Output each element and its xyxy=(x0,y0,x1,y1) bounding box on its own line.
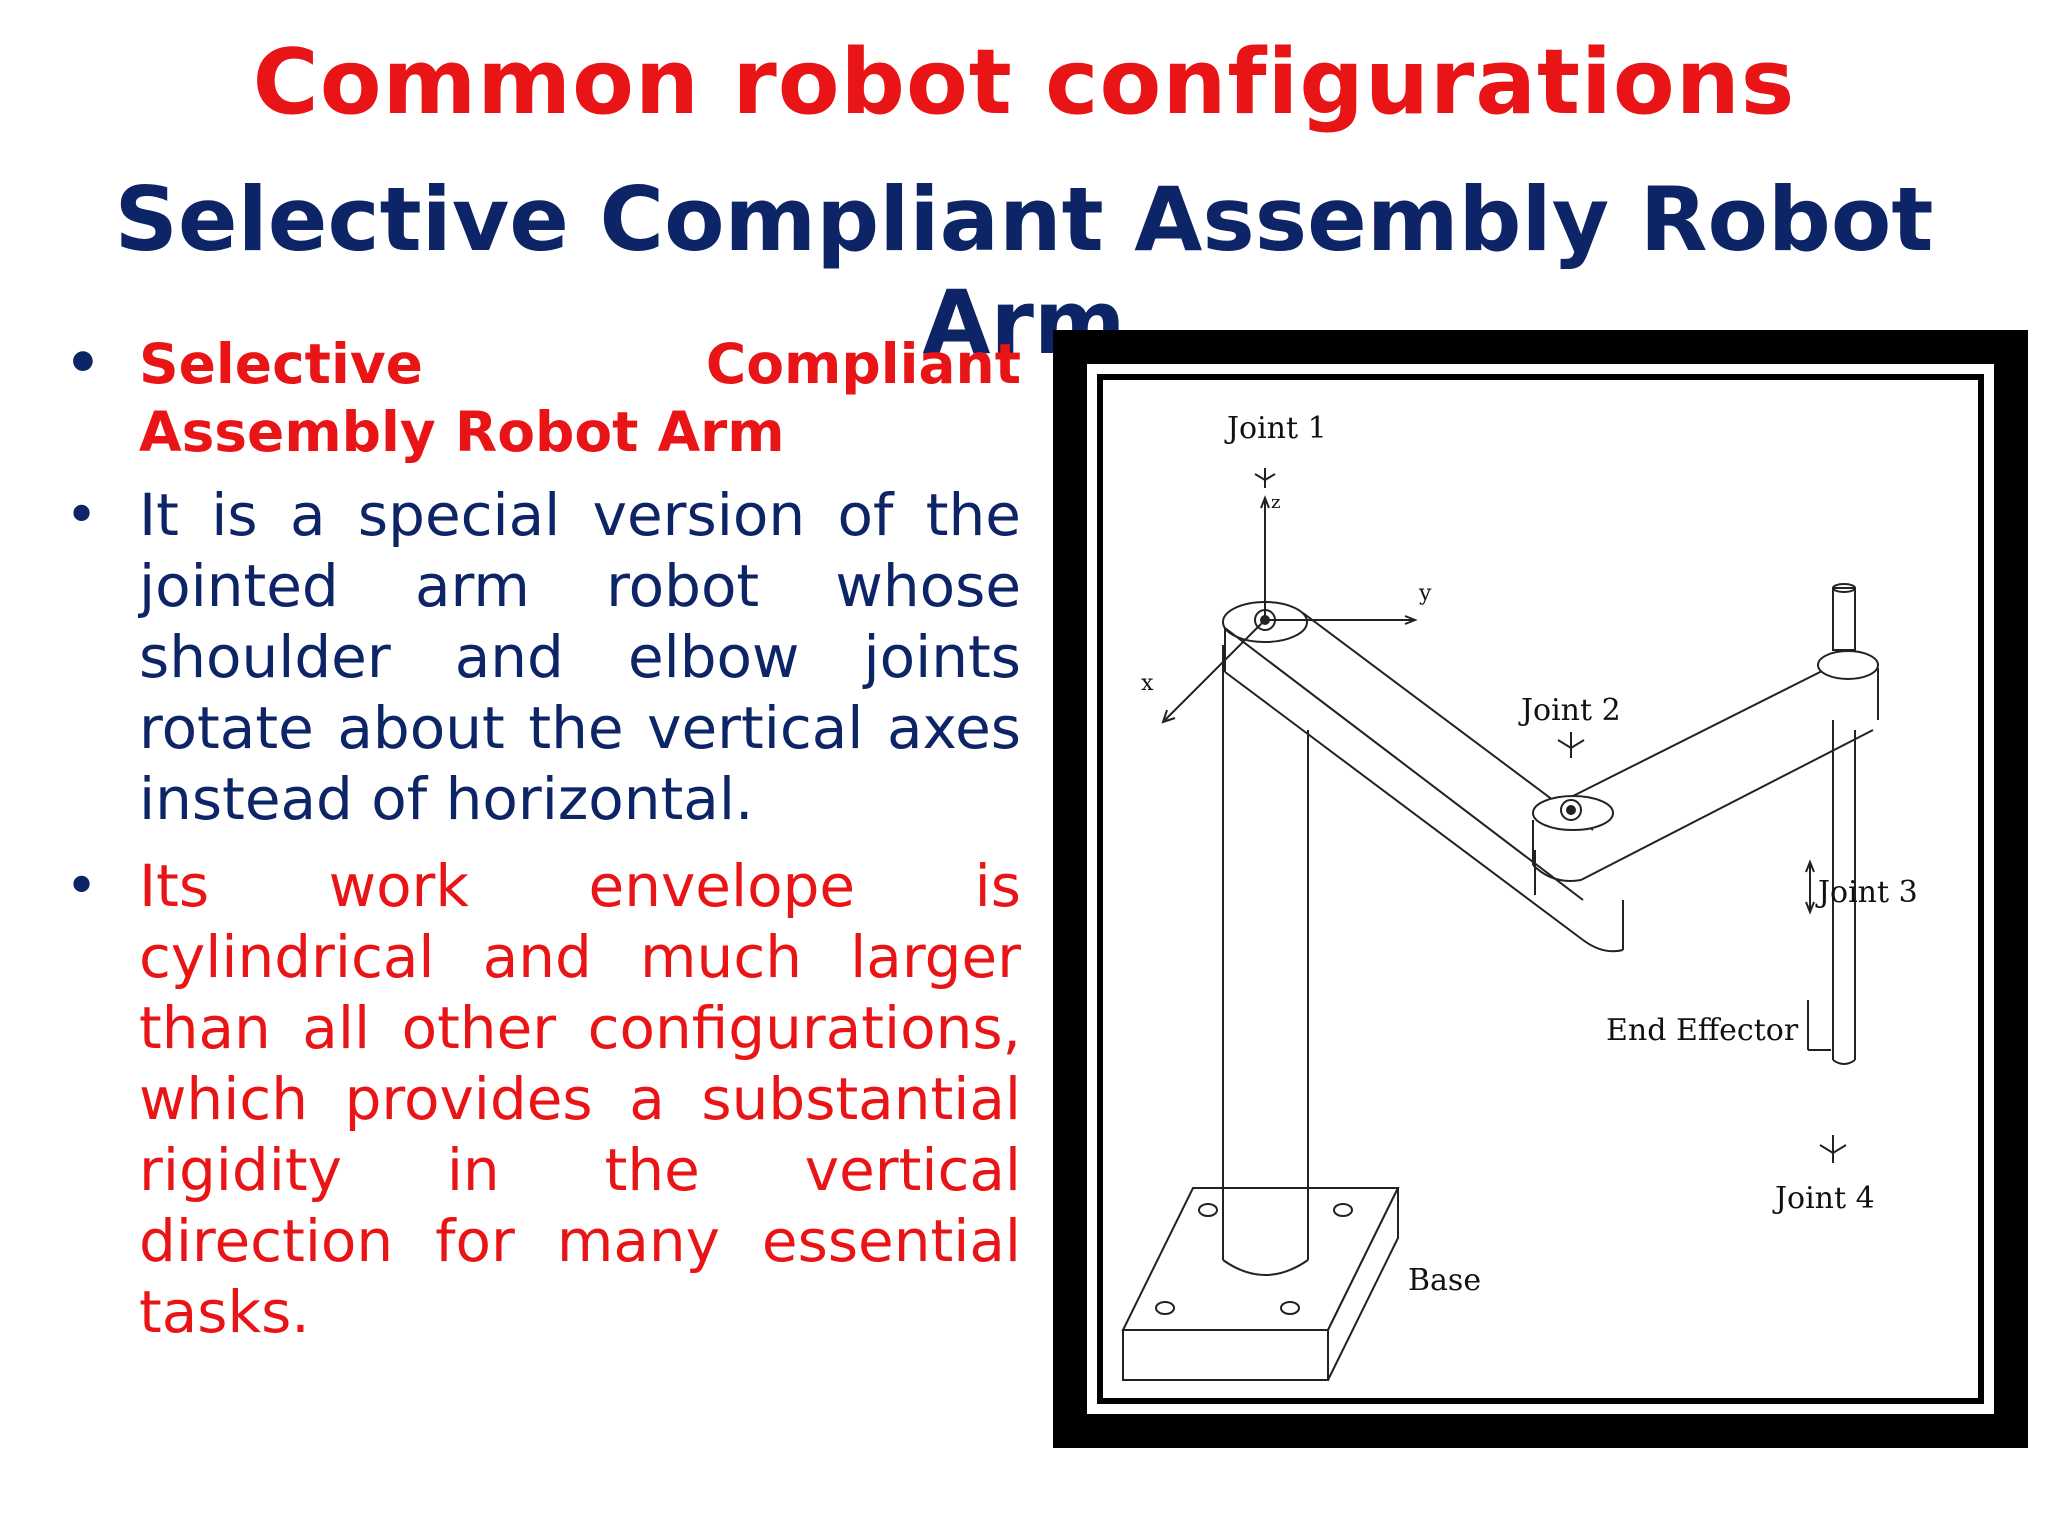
joint2-label: Joint 2 xyxy=(1518,693,1621,728)
vertical-column xyxy=(1222,645,1309,1276)
bullet-list: • Selective Compliant Assembly Robot Arm… xyxy=(55,330,1021,1348)
scara-robot-diagram: Joint 1 z y x Joint 2 Joint 3 End Effect… xyxy=(1121,411,1918,1381)
base-label: Base xyxy=(1408,1263,1481,1298)
bullet-item: • Its work envelope is cylindrical and m… xyxy=(55,851,1021,1348)
joint4-label: Joint 4 xyxy=(1772,1181,1875,1216)
joint3-label: Joint 3 xyxy=(1815,875,1918,910)
joint1-axis xyxy=(1161,495,1418,724)
scara-diagram-frame: Joint 1 z y x Joint 2 Joint 3 End Effect… xyxy=(1053,330,2028,1448)
bullet-text: Its work envelope is cylindrical and muc… xyxy=(139,852,1021,1346)
bullet-item: • It is a special version of the jointed… xyxy=(55,480,1021,835)
bullet-text: Selective Compliant Assembly Robot Arm xyxy=(139,332,1021,464)
upper-arm-link xyxy=(1222,601,1624,953)
joint-markers xyxy=(1254,468,1847,1163)
forearm-link xyxy=(1532,650,1879,882)
slide-title: Common robot configurations xyxy=(252,30,1796,135)
base-plate xyxy=(1121,1187,1400,1381)
bullet-dot: • xyxy=(65,854,99,919)
slide-subtitle: Selective Compliant Assembly Robot Arm xyxy=(114,168,1934,374)
end-effector-shaft xyxy=(1832,583,1856,1065)
axis-x-label: x xyxy=(1141,671,1154,696)
end-effector-label: End Effector xyxy=(1606,1013,1799,1048)
bullet-dot: • xyxy=(65,483,99,548)
frame-inner: Joint 1 z y x Joint 2 Joint 3 End Effect… xyxy=(1087,364,1994,1414)
joint1-label: Joint 1 xyxy=(1224,411,1327,446)
frame-border: Joint 1 z y x Joint 2 Joint 3 End Effect… xyxy=(1097,374,1984,1404)
axis-y-label: y xyxy=(1418,581,1432,606)
bullet-item: • Selective Compliant Assembly Robot Arm xyxy=(55,330,1021,466)
bullet-text: It is a special version of the jointed a… xyxy=(139,481,1021,833)
axis-z-label: z xyxy=(1271,492,1280,513)
bullet-dot: • xyxy=(65,331,101,396)
